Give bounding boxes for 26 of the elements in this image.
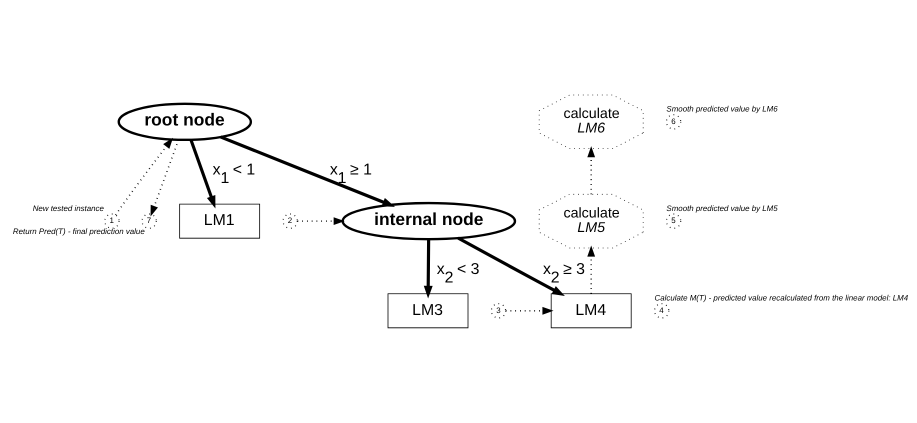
node-box: LM1: [179, 204, 260, 239]
node-circle: 2: [282, 213, 298, 229]
node-box: LM3: [388, 293, 468, 328]
node-circle: 3: [490, 303, 506, 319]
arrow: [424, 239, 433, 299]
arrow: [587, 146, 596, 194]
node-ellipse: internal node: [341, 202, 516, 240]
node-label: Smooth predicted value by LM6: [666, 104, 778, 114]
node-label: Smooth predicted value by LM5: [666, 204, 778, 213]
node-circle: 1: [104, 213, 120, 229]
arrow: [114, 138, 174, 216]
node-label: Calculate M(T) - predicted value recalculated from the linear model: LM4: [654, 294, 908, 302]
node-circle: 6: [666, 114, 682, 130]
arrow: [220, 135, 395, 207]
node-circle: 7: [141, 213, 157, 229]
node-ellipse: root node: [118, 102, 252, 142]
node-box: LM4: [550, 293, 632, 328]
node-label: Return Pred(T) - final prediction value: [12, 226, 145, 236]
arrow: [297, 217, 345, 226]
arrow: [506, 306, 554, 315]
arrow: [457, 236, 565, 296]
arrow: [189, 139, 216, 208]
node-circle: 4: [654, 303, 670, 319]
arrow: [587, 245, 596, 294]
node-circle: 5: [666, 213, 682, 229]
node-label: New tested instance: [32, 204, 104, 213]
